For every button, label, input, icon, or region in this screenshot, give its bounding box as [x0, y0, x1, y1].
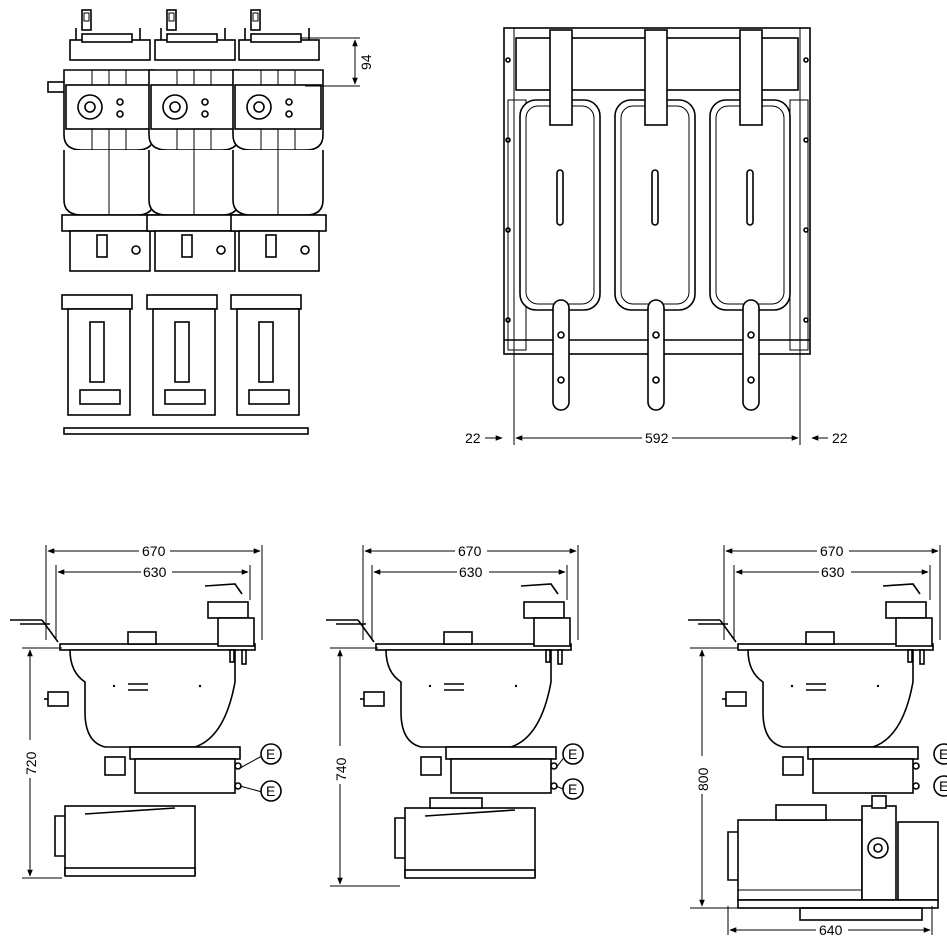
v3-marker-e-1: E — [939, 746, 947, 762]
side-view-2: 670 630 740 E E — [325, 543, 584, 887]
v3-marker-e-2: E — [939, 778, 947, 794]
v3-dim-630: 630 — [821, 564, 845, 580]
front-view: 94 — [47, 9, 374, 435]
side-view-3: 670 630 800 640 E E — [687, 543, 947, 938]
v1-dim-670: 670 — [142, 543, 166, 559]
v1-dim-630: 630 — [143, 564, 167, 580]
dim-94: 94 — [358, 54, 374, 70]
v2-dim-670: 670 — [458, 543, 482, 559]
v3-dim-670: 670 — [820, 543, 844, 559]
v2-marker-e-2: E — [568, 781, 577, 797]
v1-dim-720: 720 — [23, 751, 39, 775]
side-view-1: 670 630 720 E E — [9, 543, 282, 879]
v2-dim-630: 630 — [459, 564, 483, 580]
v2-dim-740: 740 — [333, 757, 349, 781]
top-view: 22 592 22 — [465, 27, 848, 446]
dim-22-left: 22 — [465, 430, 481, 446]
v3-dim-640: 640 — [819, 922, 843, 938]
v1-marker-e-1: E — [266, 746, 275, 762]
v3-dim-800: 800 — [695, 767, 711, 791]
dim-592: 592 — [645, 430, 669, 446]
v2-marker-e-1: E — [568, 746, 577, 762]
dim-22-right: 22 — [832, 430, 848, 446]
v1-marker-e-2: E — [266, 783, 275, 799]
